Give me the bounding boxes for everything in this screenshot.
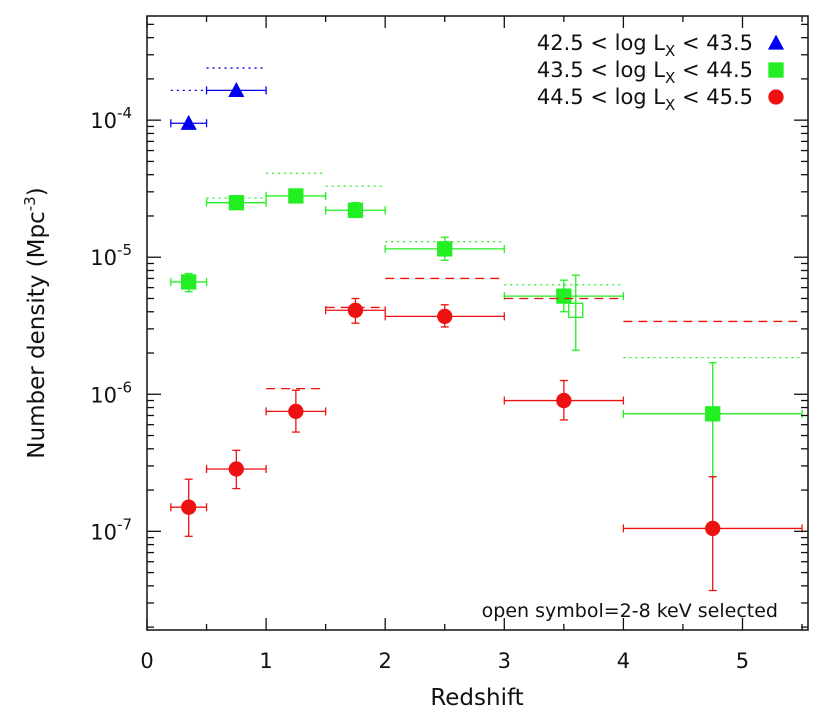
legend-marker: [768, 62, 784, 78]
y-tick-label-exponent: -4: [117, 104, 132, 122]
legend-label: 42.5 < log LX < 43.5: [537, 31, 753, 60]
chart-marks: [170, 67, 803, 592]
y-tick-label-base: 10: [90, 109, 117, 133]
y-tick-label: 10-5: [90, 241, 132, 270]
legend-label-tail: < 44.5: [675, 58, 753, 82]
y-tick-label: 10-7: [90, 515, 132, 544]
data-point: [347, 302, 364, 318]
data-point: [228, 461, 244, 477]
legend-label: 44.5 < log LX < 45.5: [537, 85, 753, 114]
y-axis-title: Number density (Mpc-3): [21, 187, 50, 458]
y-tick-label-base: 10: [90, 246, 117, 270]
x-tick-label: 3: [498, 649, 511, 673]
data-point: [705, 406, 721, 422]
series-square: [170, 172, 803, 478]
legend-label-main: 44.5 < log L: [537, 85, 665, 109]
legend-label-tail: < 45.5: [675, 85, 753, 109]
data-point: [228, 195, 244, 211]
legend-label-subscript: X: [665, 96, 675, 114]
data-point: [288, 188, 304, 204]
x-tick-label: 0: [140, 649, 153, 673]
data-point: [228, 81, 245, 98]
data-point: [705, 520, 721, 537]
legend-label-subscript: X: [665, 69, 675, 87]
y-tick-label-exponent: -6: [117, 378, 132, 396]
x-tick-label: 1: [259, 649, 272, 673]
data-point: [437, 241, 453, 257]
data-point: [556, 392, 572, 409]
legend: 42.5 < log LX < 43.543.5 < log LX < 44.5…: [537, 31, 785, 114]
data-point: [437, 308, 453, 325]
y-tick-label-exponent: -5: [117, 241, 132, 259]
y-tick-label: 10-4: [90, 104, 132, 133]
data-point: [347, 202, 364, 218]
data-point: [181, 499, 197, 515]
data-point: [180, 114, 197, 130]
x-tick-label: 4: [617, 649, 630, 673]
data-point: [181, 274, 197, 290]
legend-marker: [768, 89, 784, 105]
plot-frame: [146, 15, 809, 631]
legend-label-subscript: X: [665, 42, 675, 60]
y-tick-label: 10-6: [90, 378, 132, 407]
data-point: [288, 403, 304, 420]
data-point: [556, 288, 572, 304]
x-tick-label: 2: [379, 649, 392, 673]
y-axis-title-main: Number density (Mpc: [24, 211, 50, 458]
x-tick-label: 5: [736, 649, 749, 673]
y-tick-label-base: 10: [90, 383, 117, 407]
legend-label: 43.5 < log LX < 44.5: [537, 58, 753, 87]
legend-marker: [767, 34, 785, 50]
legend-label-main: 42.5 < log L: [537, 31, 665, 55]
open-data-point: [568, 302, 584, 318]
y-tick-label-exponent: -7: [117, 515, 132, 533]
series-circle: [170, 277, 803, 592]
y-axis-title-close: ): [24, 187, 50, 196]
y-axis-title-exponent: -3: [21, 196, 39, 211]
y-tick-label-base: 10: [90, 520, 117, 544]
legend-label-main: 43.5 < log L: [537, 58, 665, 82]
legend-label-tail: < 43.5: [675, 31, 753, 55]
series-triangle: [170, 67, 267, 130]
selection-annotation: open symbol=2-8 keV selected: [482, 600, 778, 622]
x-axis-title: Redshift: [430, 685, 523, 711]
